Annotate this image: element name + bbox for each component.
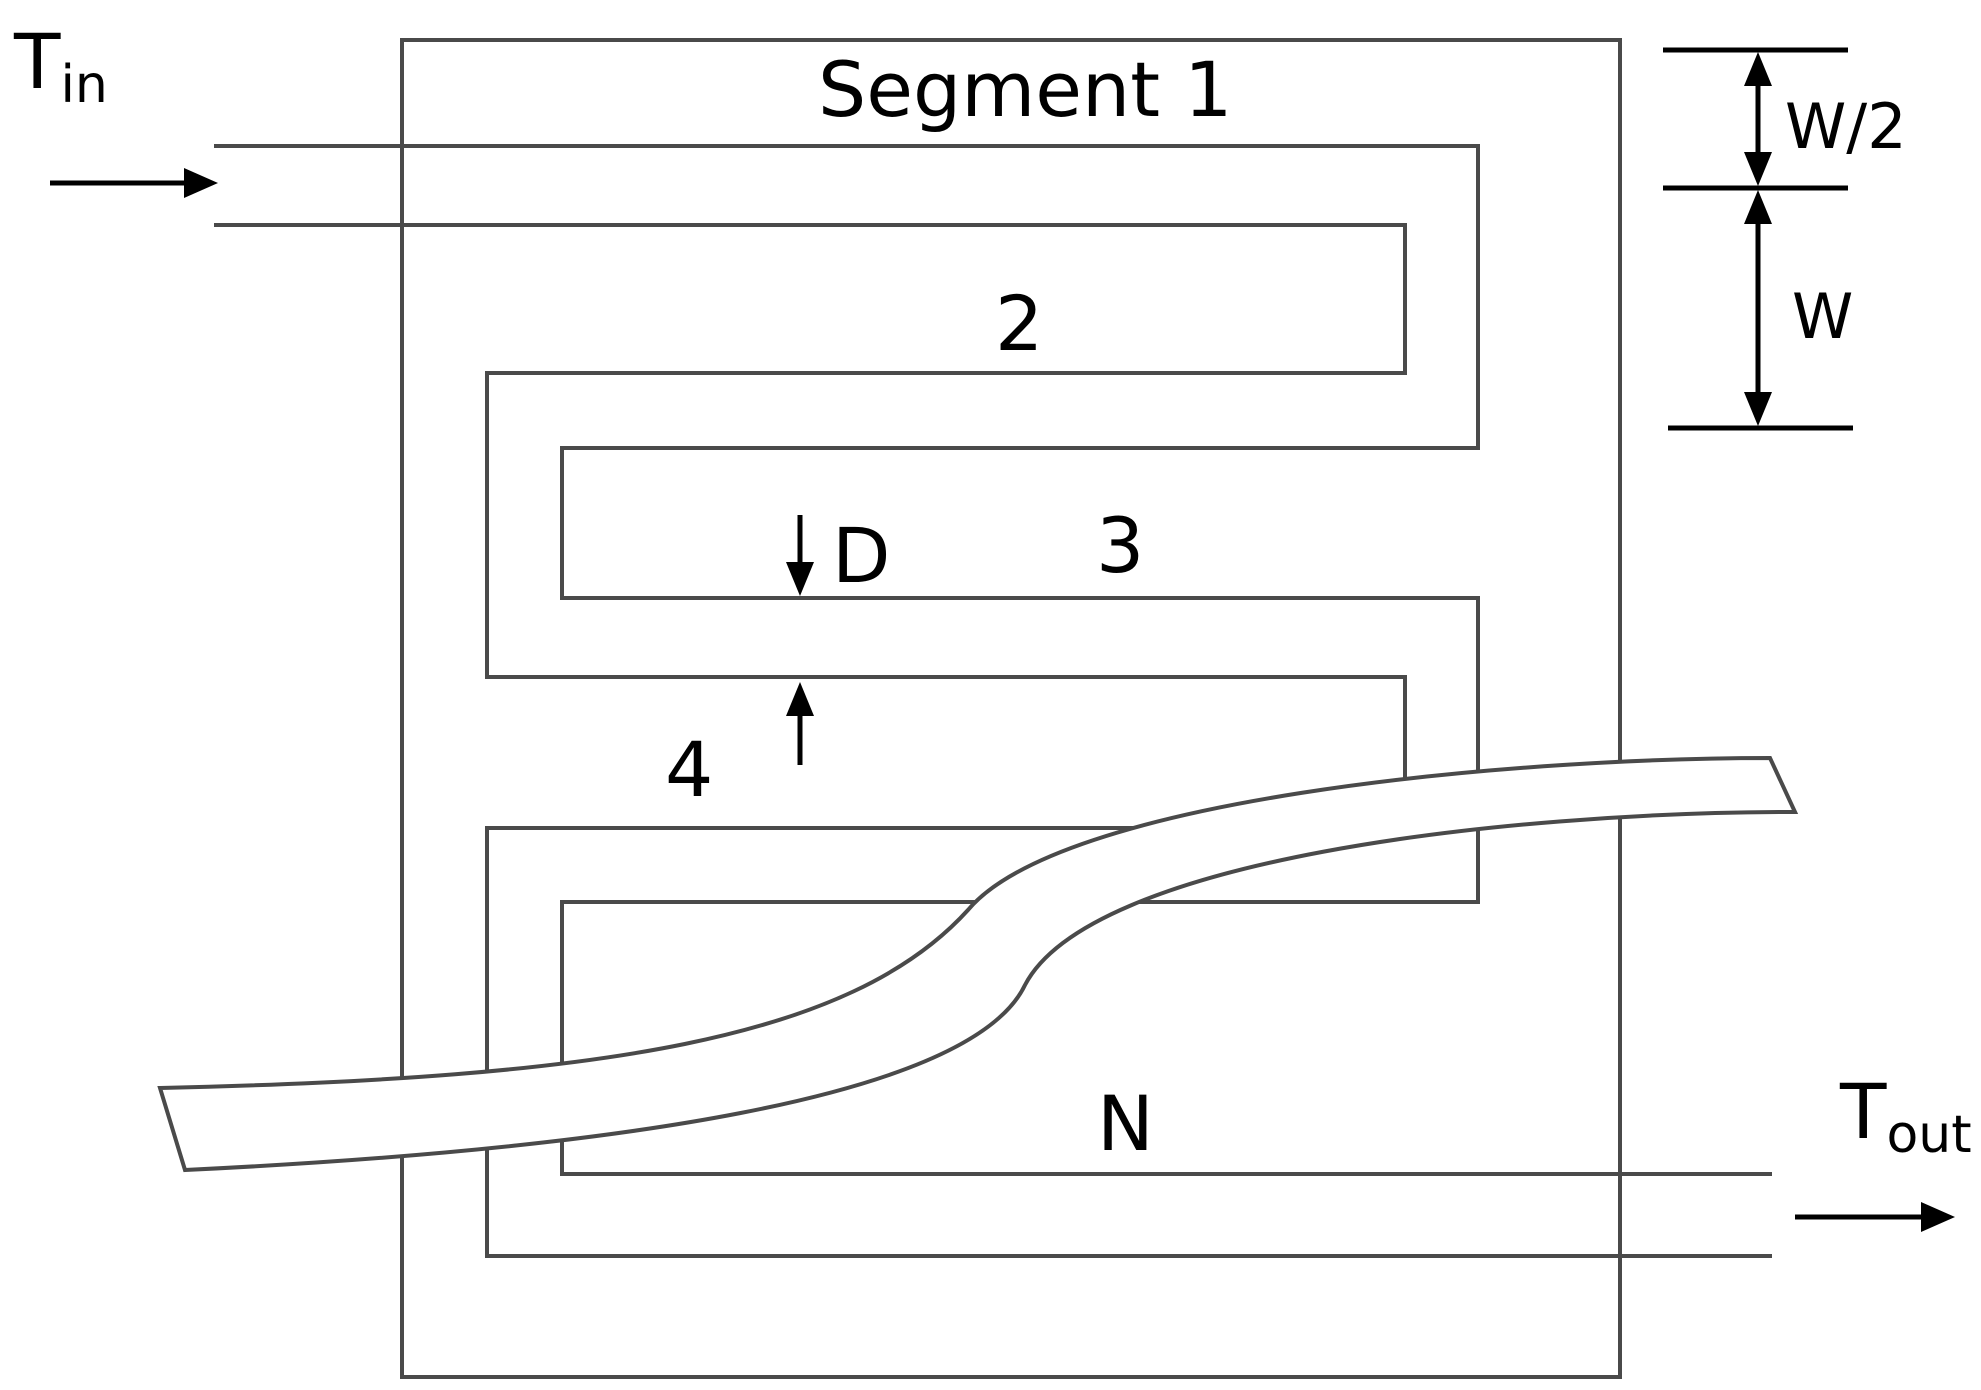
segment-n-label: N: [1097, 1079, 1154, 1168]
segment-3-label: 3: [1096, 501, 1144, 590]
half-width-arrow-head-up: [1744, 52, 1772, 86]
outer-block: [400, 38, 1622, 1379]
segment-1-label: Segment 1: [818, 45, 1233, 134]
width-label: W: [1792, 280, 1853, 353]
inlet-temperature-symbol: T: [13, 17, 61, 106]
width-arrow-head-down: [1744, 392, 1772, 426]
segment-2-label: 2: [995, 279, 1043, 368]
outlet-temperature-subscript: out: [1886, 1105, 1971, 1165]
spacing-arrow-bottom-head: [786, 682, 814, 716]
half-width-label: W/2: [1785, 90, 1907, 163]
channel-wall-inner: [214, 223, 1772, 1258]
segment-4-label: 4: [665, 725, 713, 814]
half-width-arrow-head-down: [1744, 152, 1772, 186]
crossing-tube: [157, 755, 1799, 1173]
spacing-label: D: [832, 511, 891, 600]
outlet-arrow-head: [1921, 1202, 1955, 1232]
spacing-arrow-top-head: [786, 562, 814, 596]
inlet-temperature-label: Tin: [13, 17, 108, 115]
inlet-arrow-head: [184, 168, 218, 198]
width-arrow-head-up: [1744, 190, 1772, 224]
channel-wall-outer: [214, 144, 1772, 1176]
outlet-temperature-symbol: T: [1839, 1067, 1887, 1156]
inlet-temperature-subscript: in: [60, 55, 107, 115]
outlet-temperature-label: Tout: [1839, 1067, 1972, 1165]
